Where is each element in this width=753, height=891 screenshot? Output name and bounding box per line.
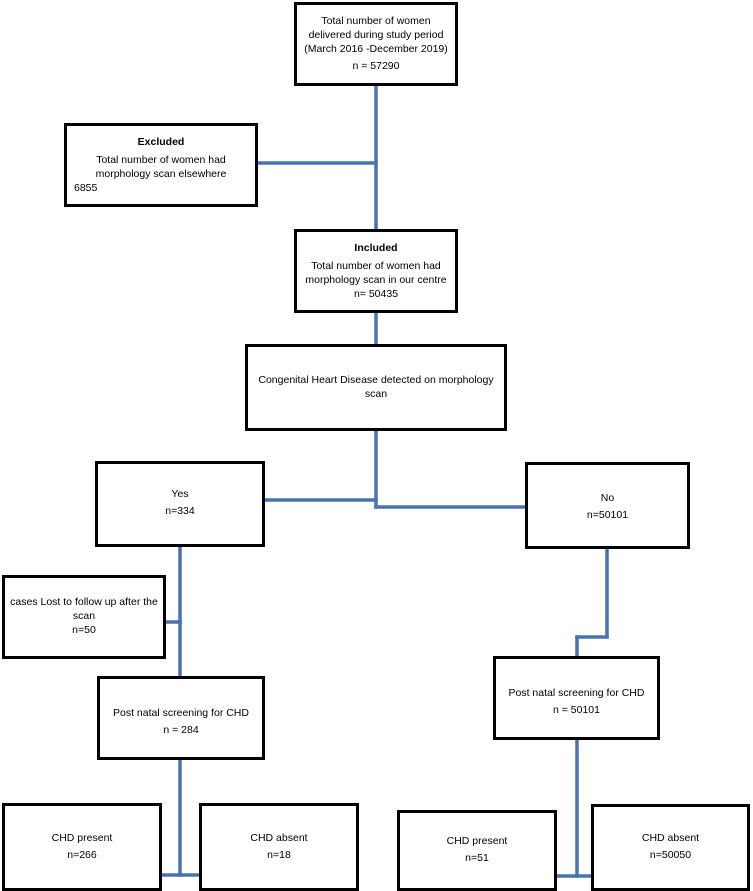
chd-present-right-label: CHD present <box>446 835 508 848</box>
chd-present-left-count: n=266 <box>67 848 97 861</box>
included-line-2: morphology scan in our centre <box>305 273 447 286</box>
postnatal-yes-count: n = 284 <box>163 723 199 736</box>
excluded-line-2: morphology scan elsewhere <box>95 167 227 180</box>
postnatal-no-label: Post natal screening for CHD <box>508 687 645 699</box>
no-box: No n=50101 <box>525 462 690 549</box>
chd-detected-box: Congenital Heart Disease detected on mor… <box>245 344 507 431</box>
chd-absent-left-box: CHD absent n=18 <box>199 803 359 891</box>
yes-label: Yes <box>171 488 189 500</box>
excluded-count: 6855 <box>74 181 98 194</box>
postnatal-no-box: Post natal screening for CHD n = 50101 <box>493 656 660 740</box>
chd-present-left-label: CHD present <box>51 831 113 844</box>
lost-followup-box: cases Lost to follow up after the scan n… <box>2 575 166 659</box>
no-label: No <box>600 492 615 504</box>
lost-line-1: cases Lost to follow up after the <box>10 596 158 609</box>
yes-count: n=334 <box>165 504 195 517</box>
chd-detected-line-2: scan <box>364 387 388 400</box>
included-count: n= 50435 <box>353 287 399 300</box>
excluded-line-1: Total number of women had <box>96 153 226 166</box>
postnatal-yes-box: Post natal screening for CHD n = 284 <box>97 676 265 760</box>
chd-absent-right-label: CHD absent <box>641 832 700 845</box>
included-line-1: Total number of women had <box>311 259 441 272</box>
no-count: n=50101 <box>586 508 629 521</box>
yes-box: Yes n=334 <box>95 461 265 547</box>
chd-present-right-count: n=51 <box>465 852 489 864</box>
total-line-3: (March 2016 -December 2019) <box>304 42 448 55</box>
lost-line-2: scan <box>72 610 96 623</box>
included-box: Included Total number of women had morph… <box>294 229 458 313</box>
total-women-box: Total number of women delivered during s… <box>294 2 458 86</box>
chd-detected-line-1: Congenital Heart Disease detected on mor… <box>258 373 494 386</box>
chd-absent-left-count: n=18 <box>267 848 291 861</box>
chd-present-left-box: CHD present n=266 <box>2 803 162 891</box>
postnatal-yes-label: Post natal screening for CHD <box>113 707 249 719</box>
postnatal-no-count: n = 50101 <box>552 703 600 716</box>
total-count: n = 57290 <box>352 59 400 72</box>
included-title: Included <box>354 242 398 254</box>
total-line-2: delivered during study period <box>308 28 444 41</box>
excluded-box: Excluded Total number of women had morph… <box>64 123 258 207</box>
chd-present-right-box: CHD present n=51 <box>397 810 557 891</box>
chd-absent-left-label: CHD absent <box>250 831 308 844</box>
chd-absent-right-box: CHD absent n=50050 <box>591 804 750 891</box>
total-line-1: Total number of women <box>321 15 431 27</box>
chd-absent-right-count: n=50050 <box>649 849 692 861</box>
excluded-title: Excluded <box>137 136 185 148</box>
lost-count: n=50 <box>72 623 96 636</box>
